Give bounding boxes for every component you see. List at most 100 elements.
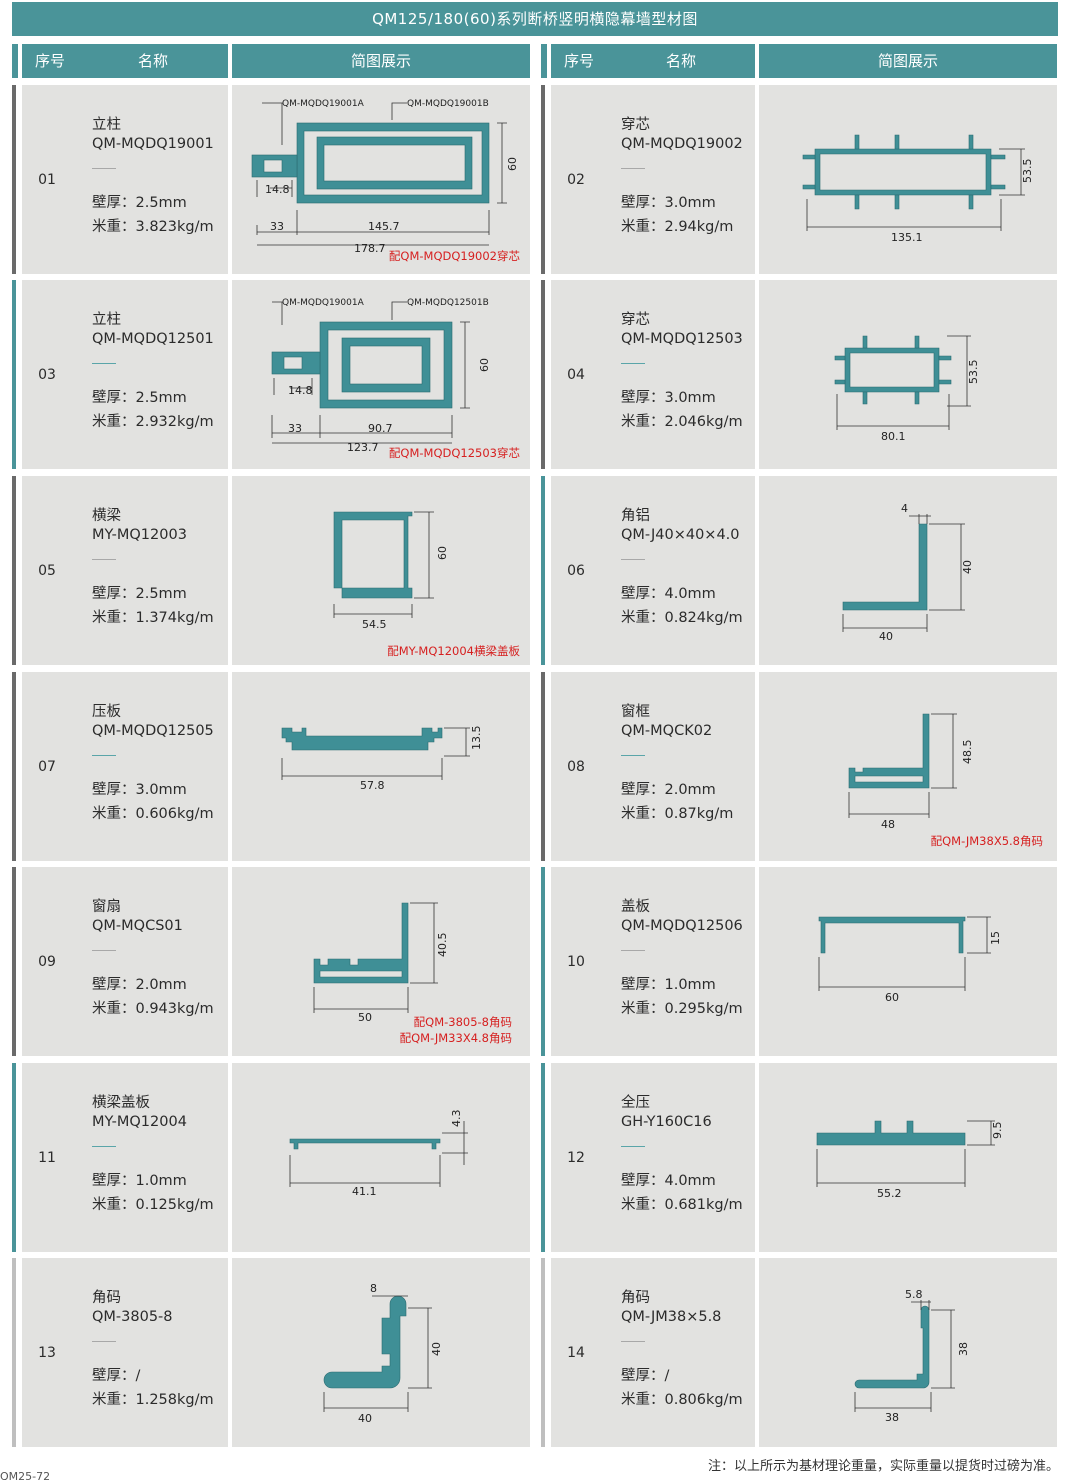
item-code: QM-JM38×5.8 — [621, 1309, 722, 1325]
divider — [621, 950, 645, 951]
item-thickness: 壁厚：2.0mm — [92, 977, 187, 993]
item-name: 角码 — [92, 1290, 121, 1306]
profile-svg: 8 40 40 — [323, 1282, 443, 1425]
profile-drawing: 135.1 53.5 — [759, 85, 1057, 274]
divider — [621, 1146, 645, 1147]
dim-2: 60 — [436, 546, 449, 560]
profile-drawing: 5.8 38 38 — [759, 1258, 1057, 1447]
item-thickness: 壁厚：2.5mm — [92, 586, 187, 602]
table-row: 03 立柱 QM-MQDQ12501 壁厚：2.5mm 米重：2.932kg/m… — [12, 280, 530, 469]
profile-svg: 135.1 53.5 — [802, 134, 1034, 244]
profile-drawing: 4 40 40 — [759, 476, 1057, 665]
dim-1: 57.8 — [360, 779, 385, 792]
label-a: QM-MQDQ19001A — [282, 298, 365, 308]
table-row: 08 窗框 QM-MQCK02 壁厚：2.0mm 米重：0.87kg/m 48 … — [541, 672, 1057, 861]
dim-2: 33 — [288, 422, 302, 435]
item-weight: 米重：1.374kg/m — [92, 610, 214, 626]
item-thickness: 壁厚：/ — [621, 1368, 670, 1384]
item-code: QM-3805-8 — [92, 1309, 173, 1325]
dim-4: 123.7 — [347, 441, 379, 454]
profile-svg: 60 15 — [818, 916, 1002, 1004]
dim-2: 53.5 — [967, 360, 980, 385]
table-row: 12 全压 GH-Y160C16 壁厚：4.0mm 米重：0.681kg/m 5… — [541, 1063, 1057, 1252]
divider — [92, 363, 116, 364]
item-weight: 米重：0.681kg/m — [621, 1197, 743, 1213]
table-row: 06 角铝 QM-J40×40×4.0 壁厚：4.0mm 米重：0.824kg/… — [541, 476, 1057, 665]
table-row: 10 盖板 QM-MQDQ12506 壁厚：1.0mm 米重：0.295kg/m… — [541, 867, 1057, 1056]
item-code: QM-J40×40×4.0 — [621, 527, 740, 543]
header-accent — [12, 44, 18, 78]
item-name: 全压 — [621, 1095, 650, 1111]
divider — [621, 559, 645, 560]
label-a: QM-MQDQ19001A — [282, 99, 365, 109]
dim-2: 33 — [270, 220, 284, 233]
item-weight: 米重：0.606kg/m — [92, 806, 214, 822]
row-accent — [12, 476, 16, 665]
table-row: 13 角码 QM-3805-8 壁厚：/ 米重：1.258kg/m 8 40 4… — [12, 1258, 530, 1447]
profile-drawing: QM-MQDQ19001A QM-MQDQ19001B 14.8 33 145.… — [232, 85, 530, 274]
divider — [92, 755, 116, 756]
item-info: 横梁盖板 MY-MQ12004 壁厚：1.0mm 米重：0.125kg/m — [78, 1063, 228, 1252]
table-row: 02 穿芯 QM-MQDQ19002 壁厚：3.0mm 米重：2.94kg/m … — [541, 85, 1057, 274]
item-no: 07 — [22, 672, 78, 861]
item-no: 01 — [22, 85, 78, 274]
item-name: 窗扇 — [92, 899, 121, 915]
item-weight: 米重：0.87kg/m — [621, 806, 734, 822]
profile-drawing: 48 48.5 配QM-JM38X5.8角码 — [759, 672, 1057, 861]
note-red: 配QM-3805-8角码 — [413, 1015, 512, 1029]
profile-drawing: 54.5 60 配MY-MQ12004横梁盖板 — [232, 476, 530, 665]
dim-4: 178.7 — [354, 242, 386, 255]
item-thickness: 壁厚：2.5mm — [92, 390, 187, 406]
item-thickness: 壁厚：/ — [92, 1368, 141, 1384]
dim-3: 90.7 — [368, 422, 393, 435]
dim-1: 60 — [885, 991, 899, 1004]
item-info: 全压 GH-Y160C16 壁厚：4.0mm 米重：0.681kg/m — [607, 1063, 755, 1252]
item-thickness: 壁厚：3.0mm — [92, 782, 187, 798]
dim-1: 14.8 — [288, 384, 313, 397]
header-accent — [541, 44, 547, 78]
item-weight: 米重：0.824kg/m — [621, 610, 743, 626]
item-info: 窗扇 QM-MQCS01 壁厚：2.0mm 米重：0.943kg/m — [78, 867, 228, 1056]
dim-2: 13.5 — [470, 726, 483, 751]
item-info: 窗框 QM-MQCK02 壁厚：2.0mm 米重：0.87kg/m — [607, 672, 755, 861]
profile-svg: 50 40.5 — [313, 902, 449, 1024]
row-accent — [12, 1258, 16, 1447]
item-code: QM-MQCK02 — [621, 723, 713, 739]
divider — [92, 1341, 116, 1342]
dim-1: 8 — [370, 1282, 377, 1295]
item-thickness: 壁厚：3.0mm — [621, 195, 716, 211]
divider — [92, 1146, 116, 1147]
row-accent — [12, 280, 16, 469]
item-name: 立柱 — [92, 312, 121, 328]
profile-svg: 48 48.5 — [848, 713, 974, 831]
row-accent — [12, 85, 16, 274]
label-b: QM-MQDQ19001B — [407, 99, 489, 109]
item-thickness: 壁厚：1.0mm — [621, 977, 716, 993]
profile-drawing: 80.1 53.5 — [759, 280, 1057, 469]
item-name: 横梁盖板 — [92, 1095, 150, 1111]
item-code: QM-MQDQ12505 — [92, 723, 214, 739]
item-no: 10 — [551, 867, 607, 1056]
profile-svg: 55.2 9.5 — [816, 1120, 1004, 1200]
item-info: 盖板 QM-MQDQ12506 壁厚：1.0mm 米重：0.295kg/m — [607, 867, 755, 1056]
table-row: 01 立柱 QM-MQDQ19001 壁厚：2.5mm 米重：3.823kg/m… — [12, 85, 530, 274]
dim-2: 53.5 — [1021, 159, 1034, 184]
item-no: 04 — [551, 280, 607, 469]
item-info: 立柱 QM-MQDQ12501 壁厚：2.5mm 米重：2.932kg/m — [78, 280, 228, 469]
item-code: QM-MQDQ19002 — [621, 136, 743, 152]
header-name: 名称 — [78, 44, 228, 78]
item-no: 09 — [22, 867, 78, 1056]
profile-drawing: 41.1 4.3 — [232, 1063, 530, 1252]
item-name: 穿芯 — [621, 117, 650, 133]
page-title: QM125/180(60)系列断桥竖明横隐幕墙型材图 — [12, 2, 1058, 36]
profile-svg: 5.8 38 38 — [854, 1288, 970, 1424]
row-accent — [541, 1258, 545, 1447]
profile-svg: 4 40 40 — [842, 502, 974, 643]
profile-svg: QM-MQDQ19001A QM-MQDQ19001B 14.8 33 145.… — [251, 99, 519, 255]
item-weight: 米重：0.806kg/m — [621, 1392, 743, 1408]
dim-2: 9.5 — [991, 1122, 1004, 1140]
profile-drawing: 60 15 — [759, 867, 1057, 1056]
item-code: QM-MQCS01 — [92, 918, 183, 934]
dim-1: 50 — [358, 1011, 372, 1024]
header-name: 名称 — [607, 44, 755, 78]
